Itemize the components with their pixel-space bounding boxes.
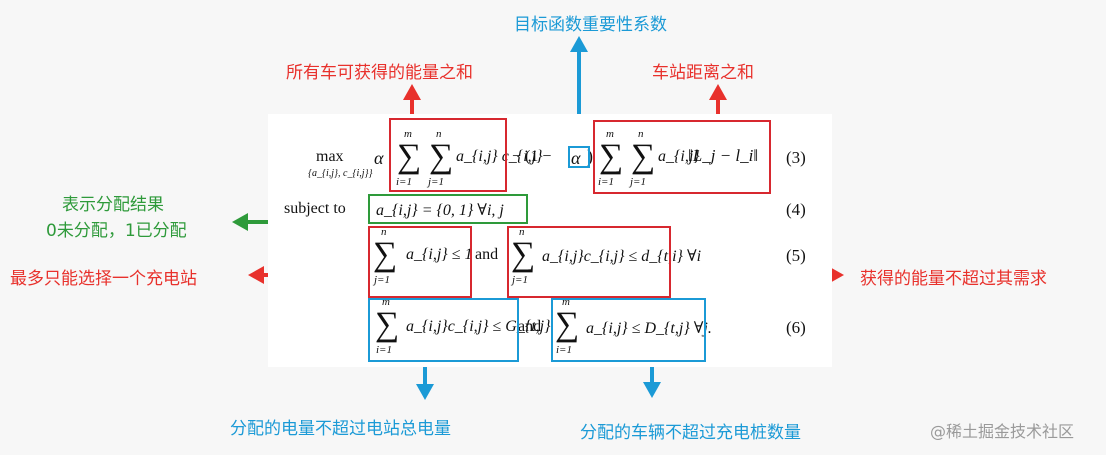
close-paren: ) bbox=[587, 146, 593, 166]
binary-constraint: a_{i,j} = {0, 1} ∀i, j bbox=[376, 202, 504, 219]
box-alpha bbox=[568, 146, 590, 168]
sum-upper-n-5b: n bbox=[519, 226, 525, 238]
sum-sign-6a: ∑ bbox=[375, 306, 400, 343]
sum-upper-m-6a: m bbox=[382, 296, 390, 308]
label-pile-count: 分配的车辆不超过充电桩数量 bbox=[580, 423, 801, 443]
max-subscript: {a_{i,j}, c_{i,j}} bbox=[308, 168, 373, 179]
sum-sign-i-2: ∑ bbox=[599, 138, 624, 175]
minus-one-minus: − (1 − bbox=[512, 148, 552, 165]
sum-upper-m: m bbox=[404, 128, 412, 140]
label-objective-weight: 目标函数重要性系数 bbox=[514, 15, 667, 35]
distance-norm: ‖L_j − l_i‖ bbox=[688, 146, 759, 165]
box-binary-constraint bbox=[368, 194, 528, 224]
label-station-energy: 分配的电量不超过电站总电量 bbox=[230, 419, 451, 439]
sum-sign-5a: ∑ bbox=[373, 236, 398, 273]
label-one-station: 最多只能选择一个充电站 bbox=[10, 269, 197, 289]
one-station-expr: a_{i,j} ≤ 1 bbox=[406, 246, 473, 263]
box-demand bbox=[507, 226, 671, 298]
sum-sign-i: ∑ bbox=[397, 138, 422, 175]
box-piles bbox=[551, 298, 706, 362]
alpha-weight: α bbox=[374, 148, 384, 168]
sum-upper-n: n bbox=[436, 128, 442, 140]
sum-lower-j-5b: j=1 bbox=[512, 274, 528, 286]
sum-lower-i-2: i=1 bbox=[598, 176, 614, 188]
piles-expr: a_{i,j} ≤ D_{t,j} ∀j. bbox=[586, 320, 712, 337]
sum-lower-j-2: j=1 bbox=[630, 176, 646, 188]
label-assignment-line2: 0未分配，1已分配 bbox=[46, 221, 187, 241]
label-assignment-line1: 表示分配结果 bbox=[62, 195, 164, 215]
and-6: and bbox=[518, 318, 542, 335]
box-station-energy bbox=[368, 298, 519, 362]
sum-sign-6b: ∑ bbox=[555, 306, 580, 343]
equation-number-6: (6) bbox=[786, 318, 806, 337]
alpha-weight-2: α bbox=[571, 148, 581, 168]
sum-lower-i-6a: i=1 bbox=[376, 344, 392, 356]
sum-lower-i: i=1 bbox=[396, 176, 412, 188]
sum-lower-j-5a: j=1 bbox=[374, 274, 390, 286]
label-distance-sum: 车站距离之和 bbox=[652, 63, 754, 83]
assignment-term: a_{i,j} bbox=[658, 148, 700, 165]
max-operator: max bbox=[316, 148, 344, 165]
sum-upper-n-5a: n bbox=[381, 226, 387, 238]
and-5: and bbox=[475, 246, 499, 263]
sum-sign-j: ∑ bbox=[429, 138, 454, 175]
watermark: @稀土掘金技术社区 bbox=[930, 422, 1075, 441]
energy-term: a_{i,j} c_{i,j} bbox=[456, 148, 543, 165]
box-energy-sum bbox=[389, 118, 507, 192]
equation-panel: max {a_{i,j}, c_{i,j}} α m ∑ i=1 n ∑ j=1… bbox=[268, 114, 832, 367]
equation-number-3: (3) bbox=[786, 148, 806, 167]
sum-sign-j-2: ∑ bbox=[631, 138, 656, 175]
sum-upper-m-2: m bbox=[606, 128, 614, 140]
equation-number-5: (5) bbox=[786, 246, 806, 265]
equation-number-4: (4) bbox=[786, 200, 806, 219]
box-distance-sum bbox=[593, 120, 771, 194]
label-demand-limit: 获得的能量不超过其需求 bbox=[860, 269, 1047, 289]
sum-sign-5b: ∑ bbox=[511, 236, 536, 273]
demand-expr: a_{i,j}c_{i,j} ≤ d_{t,i} ∀i bbox=[542, 248, 702, 265]
subject-to-label: subject to bbox=[284, 200, 346, 217]
sum-lower-i-6b: i=1 bbox=[556, 344, 572, 356]
box-one-station bbox=[368, 226, 472, 298]
station-energy-expr: a_{i,j}c_{i,j} ≤ G_{t,j} bbox=[406, 318, 551, 335]
sum-upper-n-2: n bbox=[638, 128, 644, 140]
sum-upper-m-6b: m bbox=[562, 296, 570, 308]
label-total-energy: 所有车可获得的能量之和 bbox=[286, 63, 473, 83]
sum-lower-j: j=1 bbox=[428, 176, 444, 188]
